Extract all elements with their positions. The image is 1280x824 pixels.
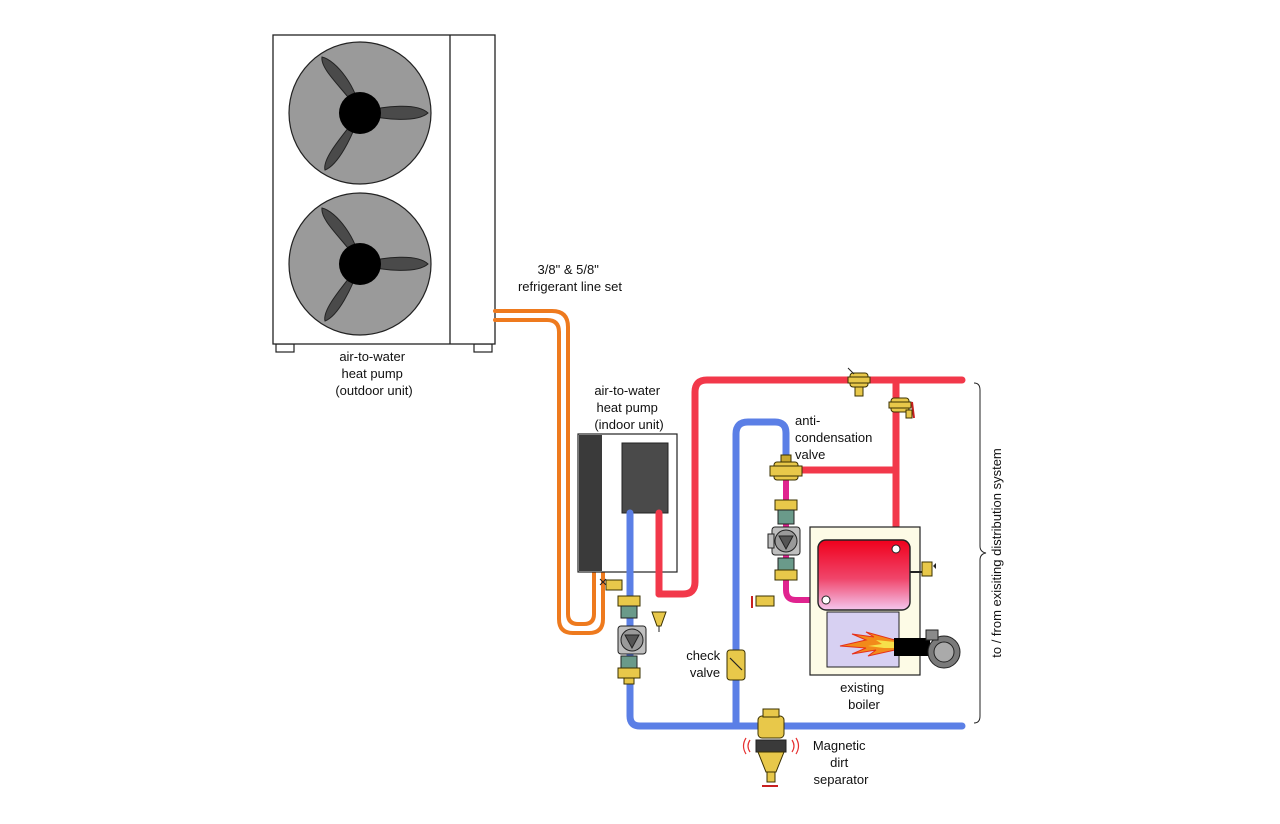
distribution-bracket — [973, 382, 987, 724]
outdoor-unit-label: air-to-water heat pump (outdoor unit) — [335, 349, 412, 398]
supply-piping — [655, 376, 966, 598]
return-piping — [626, 418, 966, 730]
heat-pump-circulator — [617, 595, 647, 685]
indoor-unit-heat-exchanger — [579, 435, 602, 571]
line-set-label: 3/8" & 5/8" refrigerant line set — [518, 262, 622, 294]
boiler-supply-port — [891, 544, 901, 554]
outdoor-unit-foot-right — [473, 343, 493, 353]
indoor-unit-label: air-to-water heat pump (indoor unit) — [594, 383, 663, 432]
flame-icon — [839, 631, 896, 657]
supply-flow-valve-icon — [847, 367, 871, 397]
outdoor-unit-foot-left — [275, 343, 295, 353]
boiler-loop-piping — [783, 475, 829, 603]
anti-condensation-valve-label: anti- condensation valve — [795, 413, 876, 462]
fan-icon — [288, 192, 432, 336]
indoor-unit-controller — [621, 442, 669, 514]
existing-boiler — [809, 526, 961, 676]
anti-condensation-valve-icon — [769, 454, 803, 481]
boiler-circulator — [767, 499, 801, 581]
burner-icon — [894, 629, 961, 669]
outdoor-unit — [272, 34, 496, 353]
check-valve-icon — [726, 649, 746, 681]
boiler-return-port — [821, 595, 831, 605]
fan-icon — [288, 41, 432, 185]
boiler-drain-valve-icon — [751, 595, 775, 608]
purge-valve-icon — [599, 578, 623, 591]
boiler-heat-exchanger — [817, 539, 911, 611]
supply-drain-valve-icon — [888, 397, 915, 419]
check-valve-label: check valve — [686, 648, 724, 680]
refrigerant-line-set — [493, 309, 605, 635]
dirt-separator-label: Magnetic dirt separator — [813, 738, 869, 787]
distribution-label: to / from exisiting distribution system — [989, 448, 1004, 658]
relief-valve-icon — [910, 561, 936, 577]
drain-valve-icon — [651, 611, 667, 632]
magnetic-dirt-separator-icon — [742, 708, 800, 787]
existing-boiler-label: existing boiler — [840, 680, 888, 712]
